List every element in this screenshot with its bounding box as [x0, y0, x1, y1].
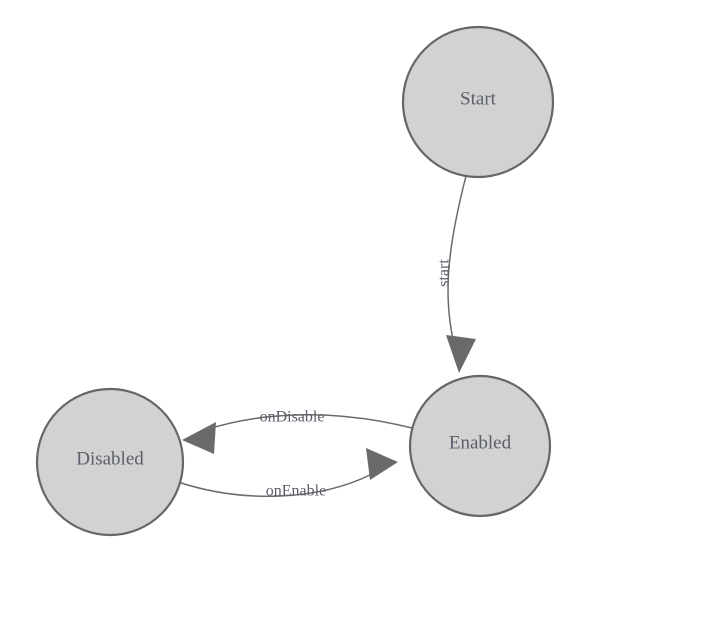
- node-disabled-label: Disabled: [76, 448, 144, 469]
- node-enabled-label: Enabled: [449, 432, 512, 453]
- arrowhead-into-disabled: [182, 422, 216, 454]
- node-enabled-circle: [408, 374, 552, 518]
- edge-enabled-to-disabled-path: [204, 414, 413, 431]
- edge-start-to-enabled-path: [447, 175, 467, 353]
- edge-label-start: start: [436, 259, 453, 287]
- node-disabled[interactable]: Disabled: [35, 387, 185, 537]
- arrowhead-into-enabled-side: [366, 448, 398, 480]
- edge-enabled-to-disabled[interactable]: onDisable: [182, 409, 413, 454]
- edge-label-onenable: onEnable: [266, 483, 326, 500]
- node-disabled-circle: [35, 387, 185, 537]
- edge-label-ondisable: onDisable: [260, 409, 325, 426]
- node-start-label: Start: [460, 88, 497, 109]
- node-start-circle: [401, 25, 555, 179]
- edge-disabled-to-enabled-path: [177, 473, 373, 497]
- node-start[interactable]: Start: [401, 25, 555, 179]
- node-enabled[interactable]: Enabled: [408, 374, 552, 518]
- edge-start-to-enabled[interactable]: start: [436, 175, 476, 373]
- edge-disabled-to-enabled[interactable]: onEnable: [177, 448, 398, 500]
- arrowhead-into-enabled-top: [446, 335, 476, 373]
